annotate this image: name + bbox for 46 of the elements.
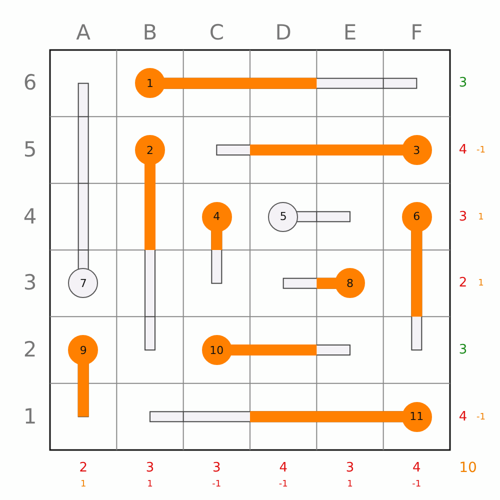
thermometer-bulb: 4 [202,202,232,232]
row-number: 2 [23,340,37,360]
column-letter: A [76,22,91,44]
row-number: 4 [23,206,37,228]
column-letter: F [410,22,423,44]
row-hint: -1 [476,146,486,156]
column-hint: -1 [278,480,288,490]
column-letter: B [142,22,158,44]
column-clue: 4 [412,462,421,474]
column-clue: 4 [279,462,288,474]
row-hint: 1 [478,213,484,222]
row-number: 3 [23,272,37,294]
thermometer-bulb: 2 [135,135,165,165]
thermometer-bulb: 11 [402,402,432,432]
thermometer-bulb: 3 [402,135,432,165]
column-clue: 3 [346,462,354,474]
thermometer-bulb: 5 [268,202,298,232]
row-hint: 1 [478,280,484,289]
row-clue: 3 [458,344,468,356]
column-hint: -1 [412,480,422,490]
column-hint: 1 [347,480,353,490]
row-clue: 4 [458,144,468,156]
row-clue: 4 [458,410,468,424]
thermometer-bulb: 6 [402,202,432,232]
thermometer-bulb: 8 [335,268,365,298]
column-letter: E [343,22,357,44]
thermometer-bulb: 1 [135,68,165,98]
row-clue: 3 [458,76,468,90]
column-hint: -1 [212,480,222,490]
row-number: 5 [23,140,37,160]
column-hint: 1 [147,480,153,490]
row-number: 1 [23,406,37,428]
column-clue: 3 [146,462,154,474]
row-hint: -1 [476,413,486,422]
row-clue: 2 [458,276,468,290]
row-clue: 3 [458,210,468,224]
row-number: 6 [23,72,37,94]
column-letter: C [209,22,224,44]
total-count: 10 [459,461,477,475]
thermometer-bulb: 10 [202,335,232,365]
column-clue: 3 [212,462,221,474]
thermometer-bulb: 9 [68,335,98,365]
column-clue: 2 [79,462,88,474]
thermometer-bulb: 7 [68,268,98,298]
column-letter: D [275,22,292,44]
column-hint: 1 [80,480,86,490]
